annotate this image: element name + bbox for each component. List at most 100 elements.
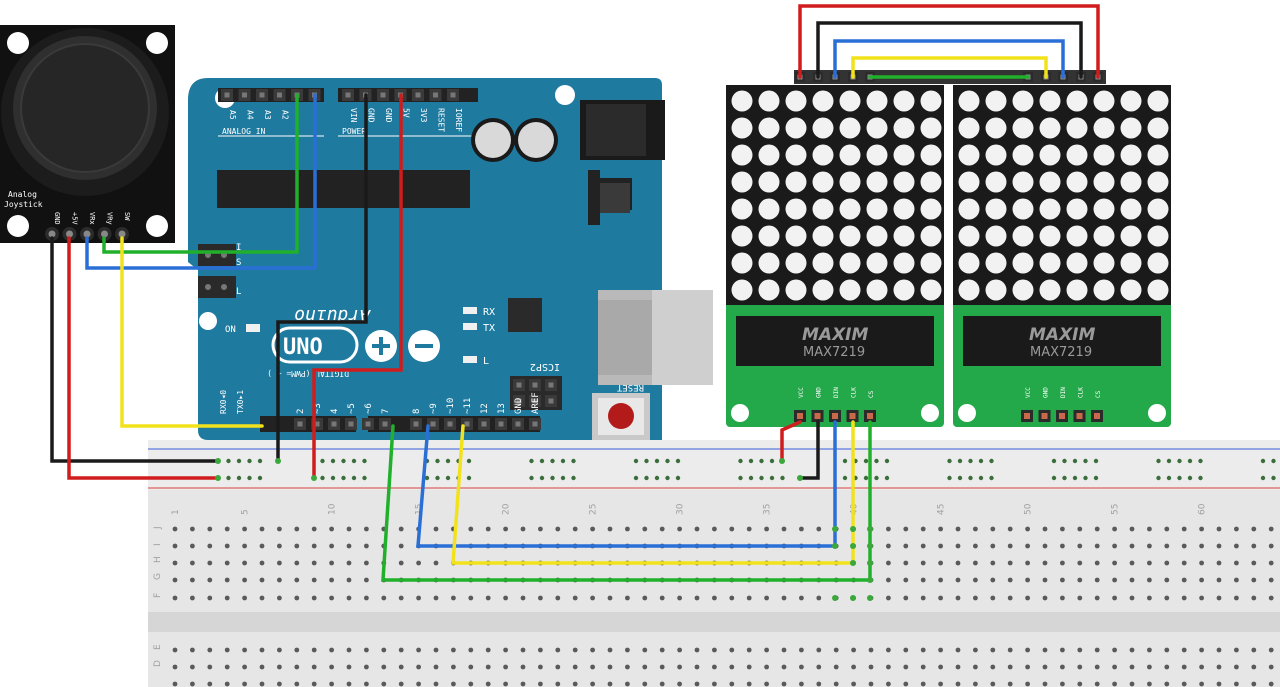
breadboard-hole <box>1147 577 1152 583</box>
breadboard-hole <box>1042 595 1048 601</box>
breadboard-hole <box>729 681 735 687</box>
breadboard-hole <box>172 664 178 670</box>
breadboard-hole <box>1112 647 1117 653</box>
breadboard-hole <box>886 681 891 687</box>
led-dot <box>731 198 753 220</box>
led-dot <box>785 90 807 112</box>
led-dot <box>812 198 834 220</box>
breadboard-hole <box>973 647 978 653</box>
breadboard-hole <box>1164 664 1170 670</box>
breadboard-hole <box>259 664 265 670</box>
matrix-pin-hole <box>867 413 873 419</box>
joystick-pin-hole <box>66 230 73 238</box>
led-dot <box>920 252 942 274</box>
breadboard-hole <box>520 595 526 601</box>
joystick-pin-label: GND <box>53 212 61 225</box>
svg-text:I: I <box>236 243 241 253</box>
breadboard-hole <box>1094 526 1100 532</box>
breadboard-hole <box>642 681 648 687</box>
led-dot <box>812 90 834 112</box>
led-dot <box>1147 90 1169 112</box>
breadboard-hole <box>607 664 613 670</box>
breadboard-hole <box>1094 681 1100 687</box>
rail-hole <box>957 475 963 481</box>
led-dot <box>1120 171 1142 193</box>
power-pin-label: GND <box>367 108 376 123</box>
breadboard-hole <box>451 681 456 687</box>
led-dot <box>758 198 780 220</box>
breadboard-hole <box>990 577 996 583</box>
rail-hole <box>466 475 472 481</box>
breadboard-hole <box>572 595 578 601</box>
reset-label: RESET <box>616 382 644 392</box>
breadboard-hole <box>416 681 421 687</box>
led-dot <box>1066 117 1088 139</box>
breadboard-hole <box>329 664 334 670</box>
led-dot <box>1093 225 1115 247</box>
joystick-label-line2: Joystick <box>4 200 43 209</box>
led-dot <box>1093 117 1115 139</box>
breadboard-hole <box>973 543 978 549</box>
capacitor <box>514 118 558 162</box>
matrix-pin-hole <box>797 413 803 419</box>
led-dot <box>839 90 861 112</box>
rail-hole <box>654 475 660 481</box>
breadboard-hole <box>503 595 508 601</box>
uno-model-text: UNO <box>283 335 323 360</box>
breadboard-hole <box>1077 664 1083 670</box>
breadboard-hole <box>1234 526 1239 532</box>
power-pin-gnd-hole <box>380 92 386 98</box>
wire <box>416 420 837 548</box>
breadboard-hole <box>799 681 804 687</box>
breadboard-hole <box>833 664 839 670</box>
breadboard-hole <box>555 681 561 687</box>
breadboard-hole <box>886 664 891 670</box>
breadboard-hole <box>1025 577 1030 583</box>
breadboard-hole <box>851 681 856 687</box>
breadboard-hole <box>555 647 561 653</box>
breadboard-hole <box>1060 647 1065 653</box>
breadboard-hole <box>364 647 369 653</box>
breadboard-column-number: 45 <box>937 504 947 515</box>
rail-hole <box>978 458 984 464</box>
breadboard-hole <box>1147 543 1152 549</box>
breadboard-hole <box>903 595 909 601</box>
joystick-pin-label: VRx <box>88 212 96 225</box>
breadboard-hole <box>764 681 769 687</box>
breadboard-hole <box>1077 647 1083 653</box>
breadboard-hole <box>677 664 682 670</box>
breadboard-hole <box>242 560 248 566</box>
joystick-pin-label: SW <box>123 212 131 221</box>
rail-hole <box>989 475 994 481</box>
breadboard-hole <box>833 681 839 687</box>
led-dot <box>1147 144 1169 166</box>
breadboard-column-number: 50 <box>1024 503 1034 515</box>
reset-button[interactable] <box>592 393 650 440</box>
breadboard-column-number: 30 <box>676 503 686 515</box>
breadboard-hole <box>1216 543 1222 549</box>
icsp-pin-hole <box>532 382 538 388</box>
breadboard-hole <box>590 664 595 670</box>
breadboard-hole <box>1251 560 1257 566</box>
breadboard-hole <box>172 543 178 549</box>
matrix-pin-label: CLK <box>1078 387 1085 398</box>
rail-hole <box>884 458 890 464</box>
breadboard-hole <box>433 647 439 653</box>
wire <box>50 236 220 463</box>
led-dot <box>1012 90 1034 112</box>
joystick-pin-hole <box>83 230 91 238</box>
digital-label: DIGITAL (PWM= ~ ) <box>267 369 349 378</box>
breadboard-hole <box>938 543 943 549</box>
breadboard-hole <box>1199 526 1204 532</box>
breadboard-hole <box>659 647 665 653</box>
breadboard-hole <box>1007 681 1013 687</box>
breadboard-hole <box>207 647 213 653</box>
led-dot <box>785 198 807 220</box>
breadboard-hole <box>451 647 456 653</box>
led-dot <box>893 171 915 193</box>
breadboard-hole <box>1147 560 1152 566</box>
breadboard-hole <box>694 664 700 670</box>
led-dot <box>1066 144 1088 166</box>
